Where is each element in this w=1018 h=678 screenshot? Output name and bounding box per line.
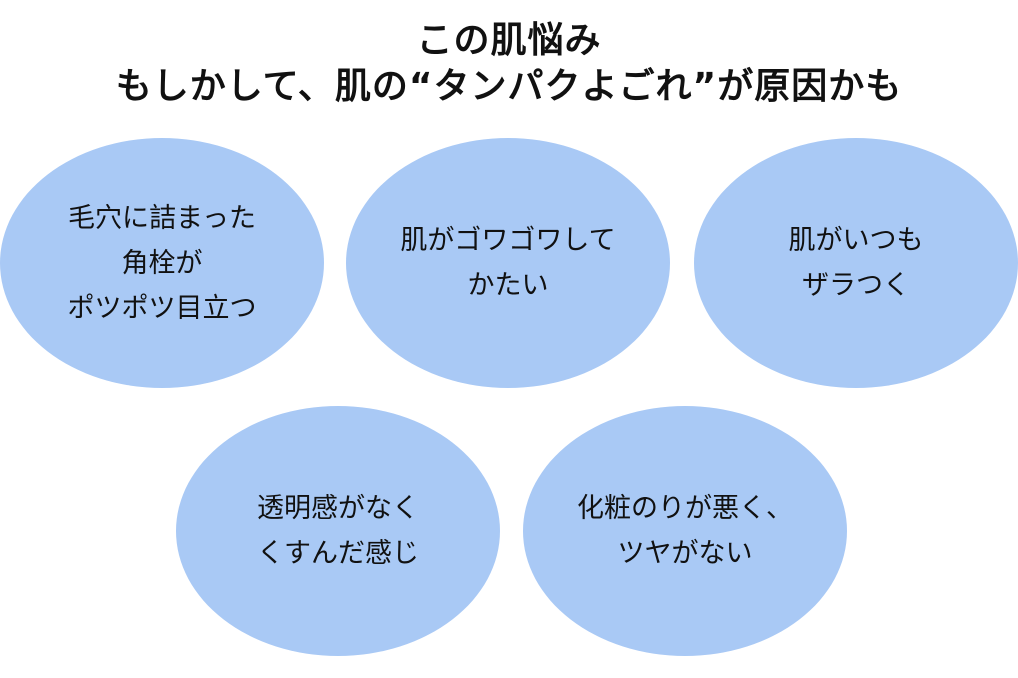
bubble-line: くすんだ感じ	[257, 538, 419, 569]
concern-bubble-poor-makeup: 化粧のりが悪く、 ツヤがない	[523, 406, 847, 656]
bubble-line: かたい	[467, 270, 549, 301]
bubble-text: 透明感がなく くすんだ感じ	[257, 486, 419, 576]
bubble-text: 肌がゴワゴワして かたい	[400, 218, 615, 308]
bubble-line: ザラつく	[802, 270, 910, 301]
bubble-line: 透明感がなく	[257, 493, 419, 524]
bubble-line: 毛穴に詰まった	[68, 202, 256, 234]
page-title: この肌悩み もしかして、肌の“タンパクよごれ”が原因かも	[0, 18, 1018, 110]
bubble-text: 毛穴に詰まった 角栓が ポツポツ目立つ	[68, 196, 257, 331]
bubble-line: ポツポツ目立つ	[67, 292, 257, 324]
bubble-line: 肌がいつも	[788, 225, 924, 256]
bubble-line: 角栓が	[121, 247, 203, 279]
concern-bubble-dull-skin: 透明感がなく くすんだ感じ	[176, 406, 500, 656]
bubble-line: 肌がゴワゴワして	[400, 225, 616, 256]
concern-bubble-clogged-pores: 毛穴に詰まった 角栓が ポツポツ目立つ	[0, 138, 324, 388]
title-line-2: もしかして、肌の“タンパクよごれ”が原因かも	[115, 66, 903, 107]
bubble-text: 化粧のりが悪く、 ツヤがない	[577, 486, 793, 576]
bubble-line: ツヤがない	[617, 538, 753, 569]
bubble-line: 化粧のりが悪く、	[577, 493, 793, 524]
title-line-1: この肌悩み	[416, 20, 602, 61]
bubble-text: 肌がいつも ザラつく	[789, 218, 924, 308]
concern-bubble-stiff-skin: 肌がゴワゴワして かたい	[346, 138, 670, 388]
concern-bubble-rough-skin: 肌がいつも ザラつく	[694, 138, 1018, 388]
